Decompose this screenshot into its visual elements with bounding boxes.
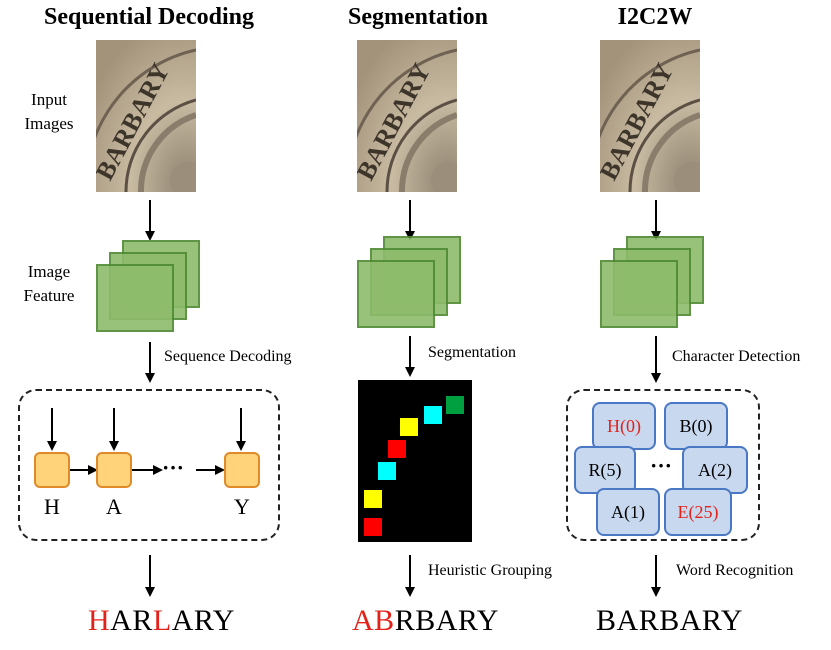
result-letter: H bbox=[88, 604, 111, 637]
result-word-segmentation: ABRBARY bbox=[352, 604, 499, 638]
result-letter: A bbox=[171, 604, 194, 637]
result-word-i2c2w: BARBARY bbox=[596, 604, 743, 638]
step-label-sequence-decoding: Sequence Decoding bbox=[164, 348, 292, 365]
result-letter: Y bbox=[476, 604, 499, 637]
char-box: H(0) bbox=[592, 402, 656, 450]
result-letter: B bbox=[596, 604, 617, 637]
detection-ellipsis: ··· bbox=[650, 453, 673, 478]
decoder-cell bbox=[96, 452, 132, 488]
char-box: A(1) bbox=[596, 488, 660, 536]
result-letter: R bbox=[132, 604, 153, 637]
decoder-letter-h: H bbox=[44, 494, 60, 519]
row-label-line: Feature bbox=[23, 286, 75, 305]
result-letter: R bbox=[701, 604, 721, 637]
title-i2c2w: I2C2W bbox=[617, 4, 693, 30]
input-image-2: BARBARY bbox=[357, 40, 457, 192]
result-letter: A bbox=[352, 604, 375, 637]
result-letter: Y bbox=[212, 604, 235, 637]
input-image-1: BARBARY bbox=[96, 40, 196, 192]
segment-square bbox=[378, 462, 396, 480]
row-label-line: Images bbox=[24, 114, 74, 133]
result-letter: B bbox=[659, 604, 680, 637]
result-letter: A bbox=[679, 604, 702, 637]
decoder-box bbox=[18, 389, 280, 541]
detection-box bbox=[566, 389, 760, 541]
decoder-ellipsis: ··· bbox=[162, 455, 185, 480]
decoder-letter-y: Y bbox=[234, 494, 250, 519]
segment-square bbox=[364, 518, 382, 536]
result-letter: R bbox=[193, 604, 213, 637]
char-box: E(25) bbox=[664, 488, 732, 536]
result-letter: R bbox=[638, 604, 660, 637]
result-letter: R bbox=[457, 604, 477, 637]
coin-picture: BARBARY bbox=[96, 40, 196, 192]
coin-picture: BARBARY bbox=[357, 40, 457, 192]
char-box: B(0) bbox=[664, 402, 728, 450]
step-label-segmentation: Segmentation bbox=[428, 344, 516, 361]
result-letter: B bbox=[415, 604, 436, 637]
result-letter: L bbox=[152, 604, 172, 637]
result-word-sequential: HARLARY bbox=[88, 604, 235, 638]
title-sequential-decoding: Sequential Decoding bbox=[43, 4, 255, 30]
title-segmentation: Segmentation bbox=[348, 4, 488, 30]
result-letter: B bbox=[374, 604, 395, 637]
result-letter: A bbox=[110, 604, 133, 637]
input-image-3: BARBARY bbox=[600, 40, 700, 192]
segment-square bbox=[424, 406, 442, 424]
row-label-line: Input bbox=[31, 90, 67, 109]
row-label-line: Image bbox=[27, 262, 71, 281]
segment-square bbox=[364, 490, 382, 508]
step-label-word-recognition: Word Recognition bbox=[676, 562, 794, 579]
result-letter: A bbox=[435, 604, 458, 637]
decoder-letter-a: A bbox=[106, 494, 122, 519]
char-box: R(5) bbox=[574, 446, 636, 494]
feature-stack-1 bbox=[96, 240, 216, 340]
result-letter: A bbox=[616, 604, 639, 637]
segment-square bbox=[400, 418, 418, 436]
step-label-heuristic-grouping: Heuristic Grouping bbox=[428, 562, 552, 579]
decoder-cell bbox=[224, 452, 260, 488]
result-letter: Y bbox=[720, 604, 743, 637]
result-letter: R bbox=[394, 604, 416, 637]
step-label-character-detection: Character Detection bbox=[672, 348, 801, 365]
segment-square bbox=[388, 440, 406, 458]
feature-stack-2 bbox=[357, 236, 477, 336]
coin-picture: BARBARY bbox=[600, 40, 700, 192]
segment-square bbox=[446, 396, 464, 414]
decoder-cell bbox=[34, 452, 70, 488]
feature-stack-3 bbox=[600, 236, 720, 336]
char-box: A(2) bbox=[682, 446, 748, 494]
segmentation-map bbox=[358, 380, 472, 542]
